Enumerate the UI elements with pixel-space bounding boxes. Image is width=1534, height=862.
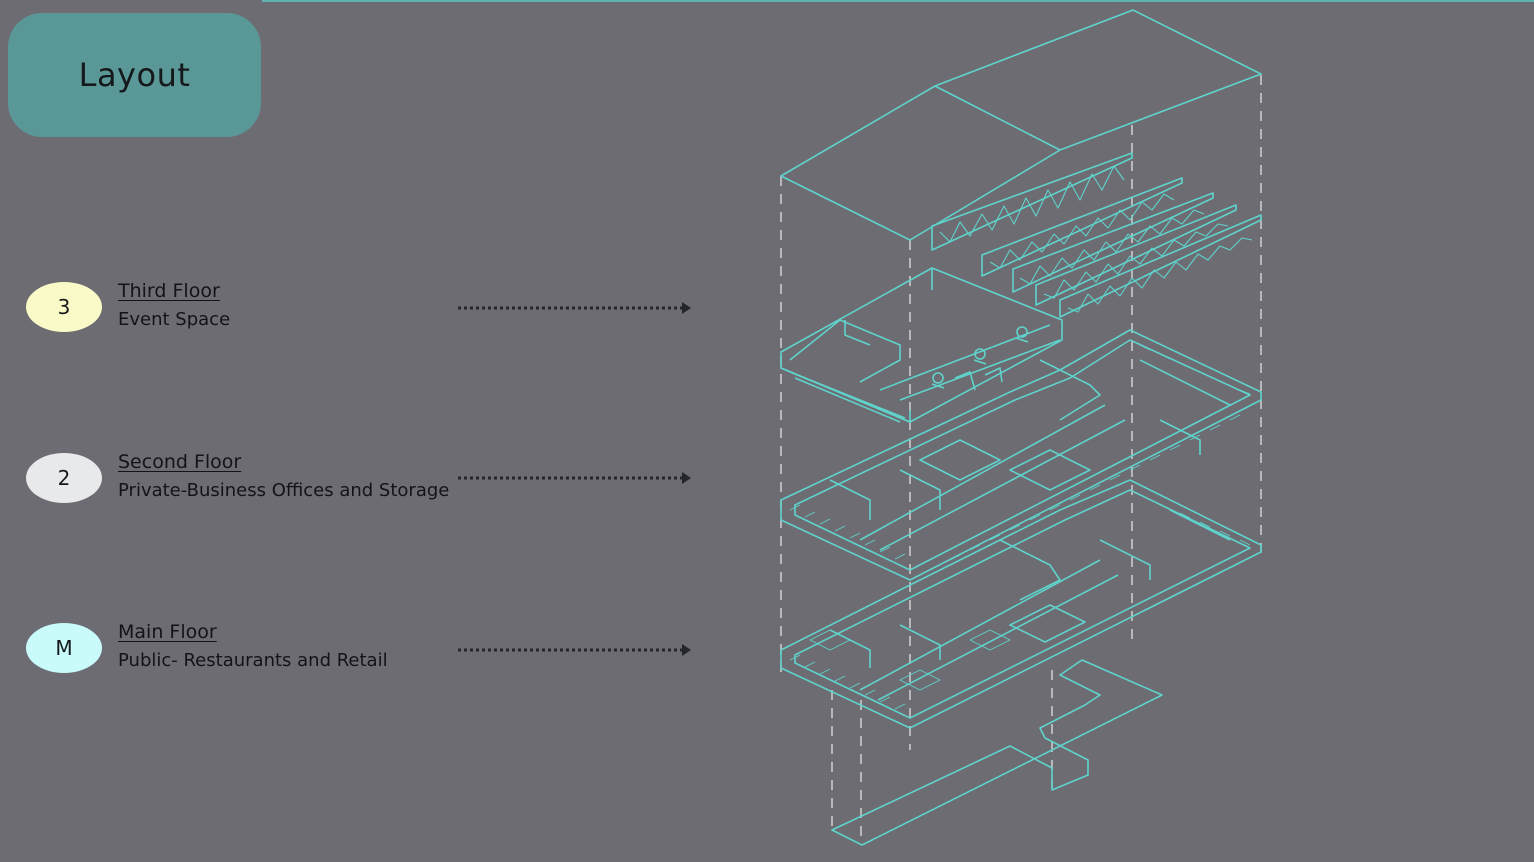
- roof-plane: [780, 9, 1262, 241]
- floor-description-third: Event Space: [118, 309, 231, 330]
- floor-badge-third[interactable]: 3: [26, 282, 102, 332]
- floor-name-third[interactable]: Third Floor: [118, 280, 220, 302]
- floor-name-second[interactable]: Second Floor: [118, 451, 242, 473]
- main-floor-plan: [780, 479, 1262, 729]
- foundation-outline: [831, 659, 1163, 846]
- floor-badge-main[interactable]: M: [26, 623, 102, 673]
- title-box: Layout: [8, 13, 261, 137]
- second-floor-plan: [780, 329, 1262, 581]
- vertical-guide-lines: [780, 75, 1262, 845]
- arrow-second-floor: [458, 472, 691, 484]
- roof-trusses: [931, 152, 1262, 318]
- floor-description-main: Public- Restaurants and Retail: [118, 650, 388, 671]
- floor-badge-second[interactable]: 2: [26, 453, 102, 503]
- page-title: Layout: [78, 56, 191, 94]
- floor-name-main[interactable]: Main Floor: [118, 621, 217, 643]
- floor-description-second: Private-Business Offices and Storage: [118, 480, 450, 501]
- third-floor-plan: [780, 267, 1063, 423]
- arrow-main-floor: [458, 644, 691, 656]
- top-border-line: [262, 0, 1534, 2]
- arrow-third-floor: [458, 302, 691, 314]
